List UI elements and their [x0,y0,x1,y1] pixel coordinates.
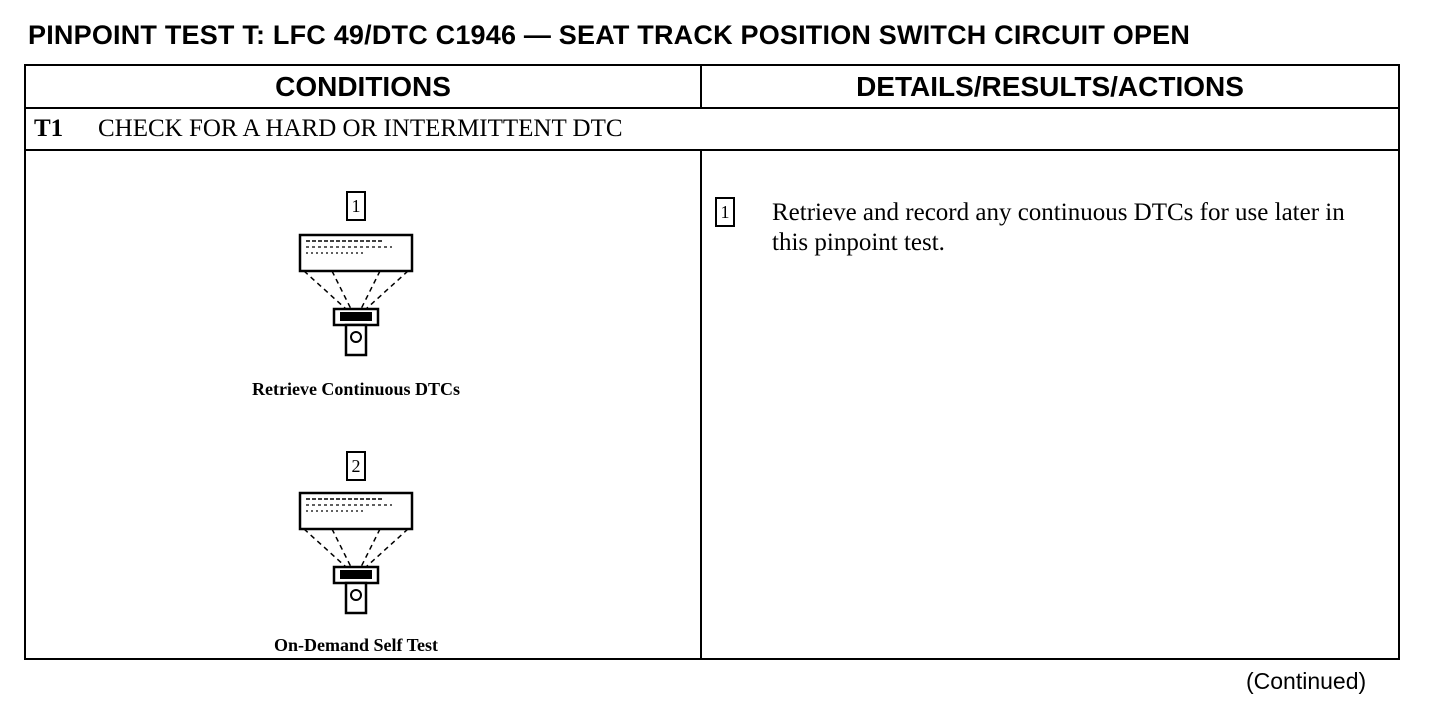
step-heading-row: T1 CHECK FOR A HARD OR INTERMITTENT DTC [26,107,1398,151]
action-number-1: 1 [715,197,735,227]
figure-caption-1: Retrieve Continuous DTCs [251,379,460,399]
conditions-cell: 1 Retrieve Continuous DTCs 2 [26,151,702,658]
figure-caption-2: On-Demand Self Test [273,635,439,655]
details-cell: 1 Retrieve and record any continuous DTC… [702,151,1398,658]
figure-number-1: 1 [346,191,366,221]
scan-tool-icon [298,233,414,357]
conditions-header: CONDITIONS [26,66,702,107]
continued-note: (Continued) [1246,668,1367,694]
step-heading: CHECK FOR A HARD OR INTERMITTENT DTC [98,115,623,142]
figure-number-2: 2 [346,451,366,481]
page-title: PINPOINT TEST T: LFC 49/DTC C1946 — SEAT… [28,20,1191,50]
action-text-1: Retrieve and record any continuous DTCs … [772,199,1345,256]
scan-tool-icon [298,491,414,615]
step-id: T1 [34,115,64,142]
pinpoint-test-table: CONDITIONS DETAILS/RESULTS/ACTIONS T1 CH… [24,64,1400,660]
details-header: DETAILS/RESULTS/ACTIONS [856,70,1244,102]
